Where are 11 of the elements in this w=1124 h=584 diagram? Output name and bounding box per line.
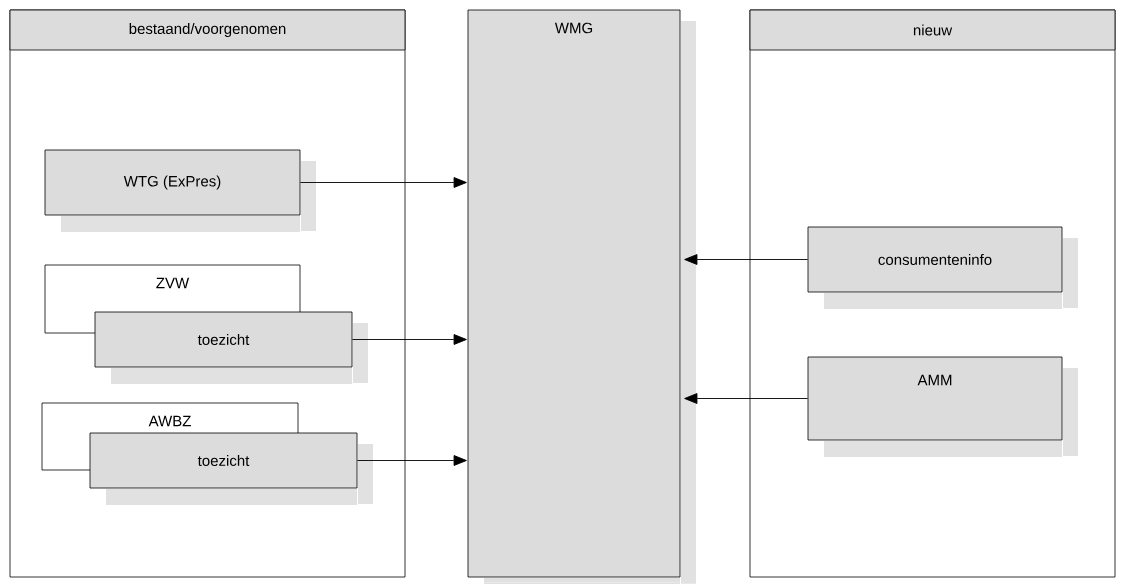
arrow (684, 254, 809, 265)
process-box: AMM (807, 356, 1079, 457)
process-box: toezicht (94, 311, 369, 384)
arrow (684, 393, 809, 404)
arrow (299, 177, 467, 188)
arrow (356, 455, 467, 466)
arrow (351, 334, 467, 345)
process-box: consumenteninfo (807, 226, 1079, 309)
process-box: WTG (ExPres) (44, 149, 317, 232)
process-box: toezicht (89, 432, 374, 505)
process-box: WMG (467, 9, 697, 584)
